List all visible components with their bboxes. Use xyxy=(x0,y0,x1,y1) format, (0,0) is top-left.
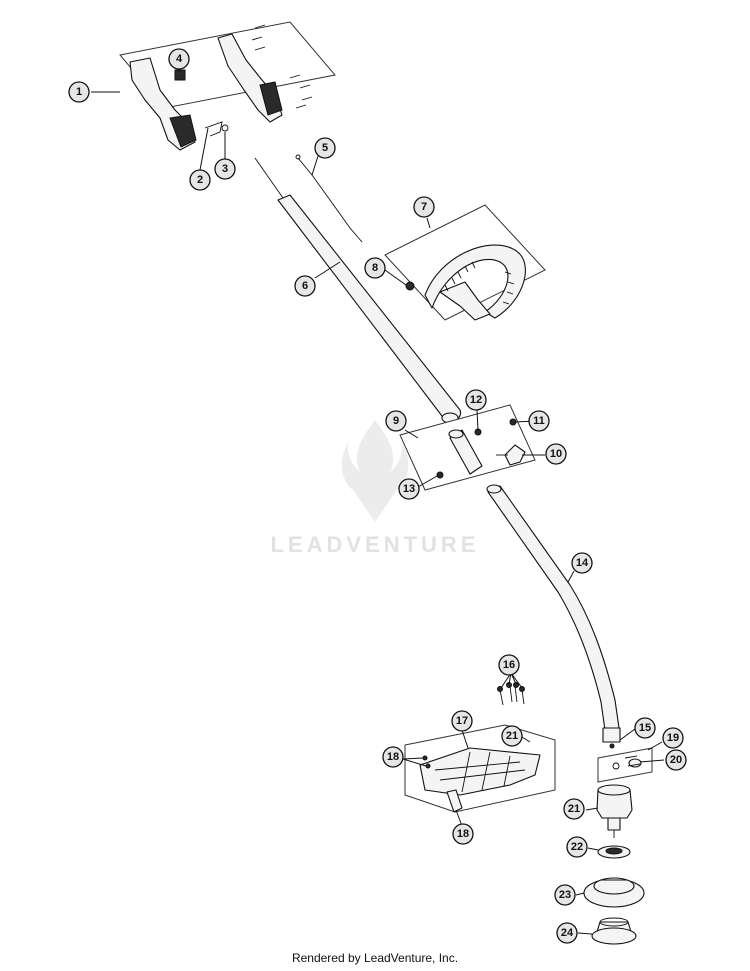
bump-knob xyxy=(591,917,637,945)
svg-text:23: 23 xyxy=(559,889,571,901)
handle-housing-assembly xyxy=(119,21,336,151)
callout-1[interactable]: 1 xyxy=(68,81,90,103)
svg-text:1: 1 xyxy=(76,86,82,98)
callout-4[interactable]: 4 xyxy=(168,48,190,70)
svg-text:10: 10 xyxy=(550,448,562,460)
drive-adapter xyxy=(596,784,633,838)
callout-21-guard[interactable]: 21 xyxy=(501,725,523,747)
svg-text:8: 8 xyxy=(372,262,378,274)
throttle-cable xyxy=(295,154,363,243)
svg-text:12: 12 xyxy=(470,394,482,406)
svg-text:20: 20 xyxy=(670,754,682,766)
callout-8[interactable]: 8 xyxy=(364,257,386,279)
callout-7[interactable]: 7 xyxy=(413,196,435,218)
svg-text:19: 19 xyxy=(667,732,679,744)
svg-text:2: 2 xyxy=(197,174,203,186)
svg-text:21: 21 xyxy=(506,730,518,742)
svg-text:7: 7 xyxy=(421,201,427,213)
svg-text:15: 15 xyxy=(639,722,651,734)
svg-text:4: 4 xyxy=(176,53,183,65)
callout-15[interactable]: 15 xyxy=(634,717,656,739)
callout-22[interactable]: 22 xyxy=(566,836,588,858)
svg-text:21: 21 xyxy=(568,803,580,815)
callout-2[interactable]: 2 xyxy=(189,169,211,191)
coupler-assembly xyxy=(399,404,536,491)
footer-credit: Rendered by LeadVenture, Inc. xyxy=(291,951,459,965)
callout-18-upper[interactable]: 18 xyxy=(382,746,404,768)
callout-23[interactable]: 23 xyxy=(554,884,576,906)
callout-24[interactable]: 24 xyxy=(556,922,578,944)
callout-10[interactable]: 10 xyxy=(545,443,567,465)
callout-6[interactable]: 6 xyxy=(294,275,316,297)
svg-text:9: 9 xyxy=(393,415,399,427)
spool-cap xyxy=(597,845,631,859)
svg-text:14: 14 xyxy=(576,557,589,569)
svg-text:6: 6 xyxy=(302,280,308,292)
svg-text:18: 18 xyxy=(457,828,469,840)
callout-16[interactable]: 16 xyxy=(498,654,520,676)
callout-19[interactable]: 19 xyxy=(662,727,684,749)
svg-text:24: 24 xyxy=(561,927,574,939)
callout-14[interactable]: 14 xyxy=(571,552,593,574)
leader-lines xyxy=(91,69,665,935)
callout-5[interactable]: 5 xyxy=(314,137,336,159)
assist-handle-assembly xyxy=(384,204,546,321)
svg-text:13: 13 xyxy=(403,483,415,495)
spool-housing xyxy=(583,877,645,908)
lower-curved-shaft xyxy=(486,484,621,749)
svg-text:3: 3 xyxy=(222,163,228,175)
svg-text:11: 11 xyxy=(533,415,545,427)
svg-text:18: 18 xyxy=(387,751,399,763)
gearhead-assembly xyxy=(597,747,653,783)
callout-9[interactable]: 9 xyxy=(385,410,407,432)
callout-13[interactable]: 13 xyxy=(398,478,420,500)
callout-18-lower[interactable]: 18 xyxy=(452,823,474,845)
leadventure-watermark-logo xyxy=(341,420,409,522)
svg-text:16: 16 xyxy=(503,659,515,671)
svg-text:17: 17 xyxy=(456,715,468,727)
callout-3[interactable]: 3 xyxy=(214,158,236,180)
svg-text:5: 5 xyxy=(322,142,328,154)
svg-text:22: 22 xyxy=(571,841,583,853)
callout-21-adapter[interactable]: 21 xyxy=(563,798,585,820)
callout-17[interactable]: 17 xyxy=(451,710,473,732)
watermark-brand-text: LEADVENTURE xyxy=(270,532,480,557)
callout-11[interactable]: 11 xyxy=(528,410,550,432)
guard-assembly xyxy=(404,724,556,813)
handle-screws xyxy=(251,24,313,109)
callout-20[interactable]: 20 xyxy=(665,749,687,771)
callout-12[interactable]: 12 xyxy=(465,389,487,411)
